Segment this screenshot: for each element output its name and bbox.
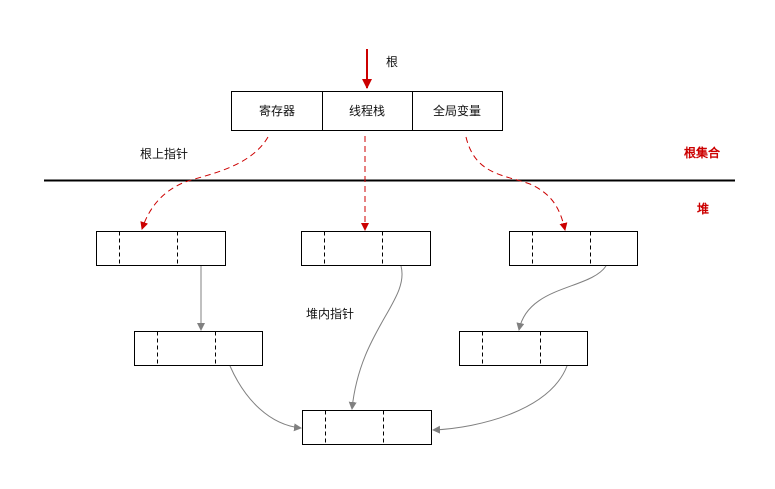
root-pointer-global-vars [465, 136, 568, 231]
heap-pointer-2-to-6 [348, 265, 403, 410]
heap-object-3 [509, 231, 638, 266]
root-cell-thread-stack: 线程栈 [349, 103, 385, 118]
heap-pointer-3-to-5 [516, 265, 607, 331]
heap-pointer-4-to-6 [229, 365, 302, 432]
root-pointer-label: 根上指针 [140, 146, 188, 161]
root-label: 根 [386, 55, 398, 69]
heap-object-4 [134, 331, 263, 366]
root-set-box [231, 91, 503, 131]
heap-object-2 [301, 231, 431, 266]
root-set-label: 根集合 [684, 145, 721, 160]
heap-pointer-label: 堆内指针 [306, 306, 354, 321]
root-cell-register: 寄存器 [259, 103, 295, 118]
heap-object-6 [302, 410, 432, 445]
root-cell-global-vars: 全局变量 [433, 103, 481, 118]
heap-label: 堆 [697, 201, 709, 216]
heap-pointer-5-to-6 [432, 365, 568, 434]
heap-object-1 [96, 231, 226, 266]
heap-object-5 [459, 331, 588, 366]
